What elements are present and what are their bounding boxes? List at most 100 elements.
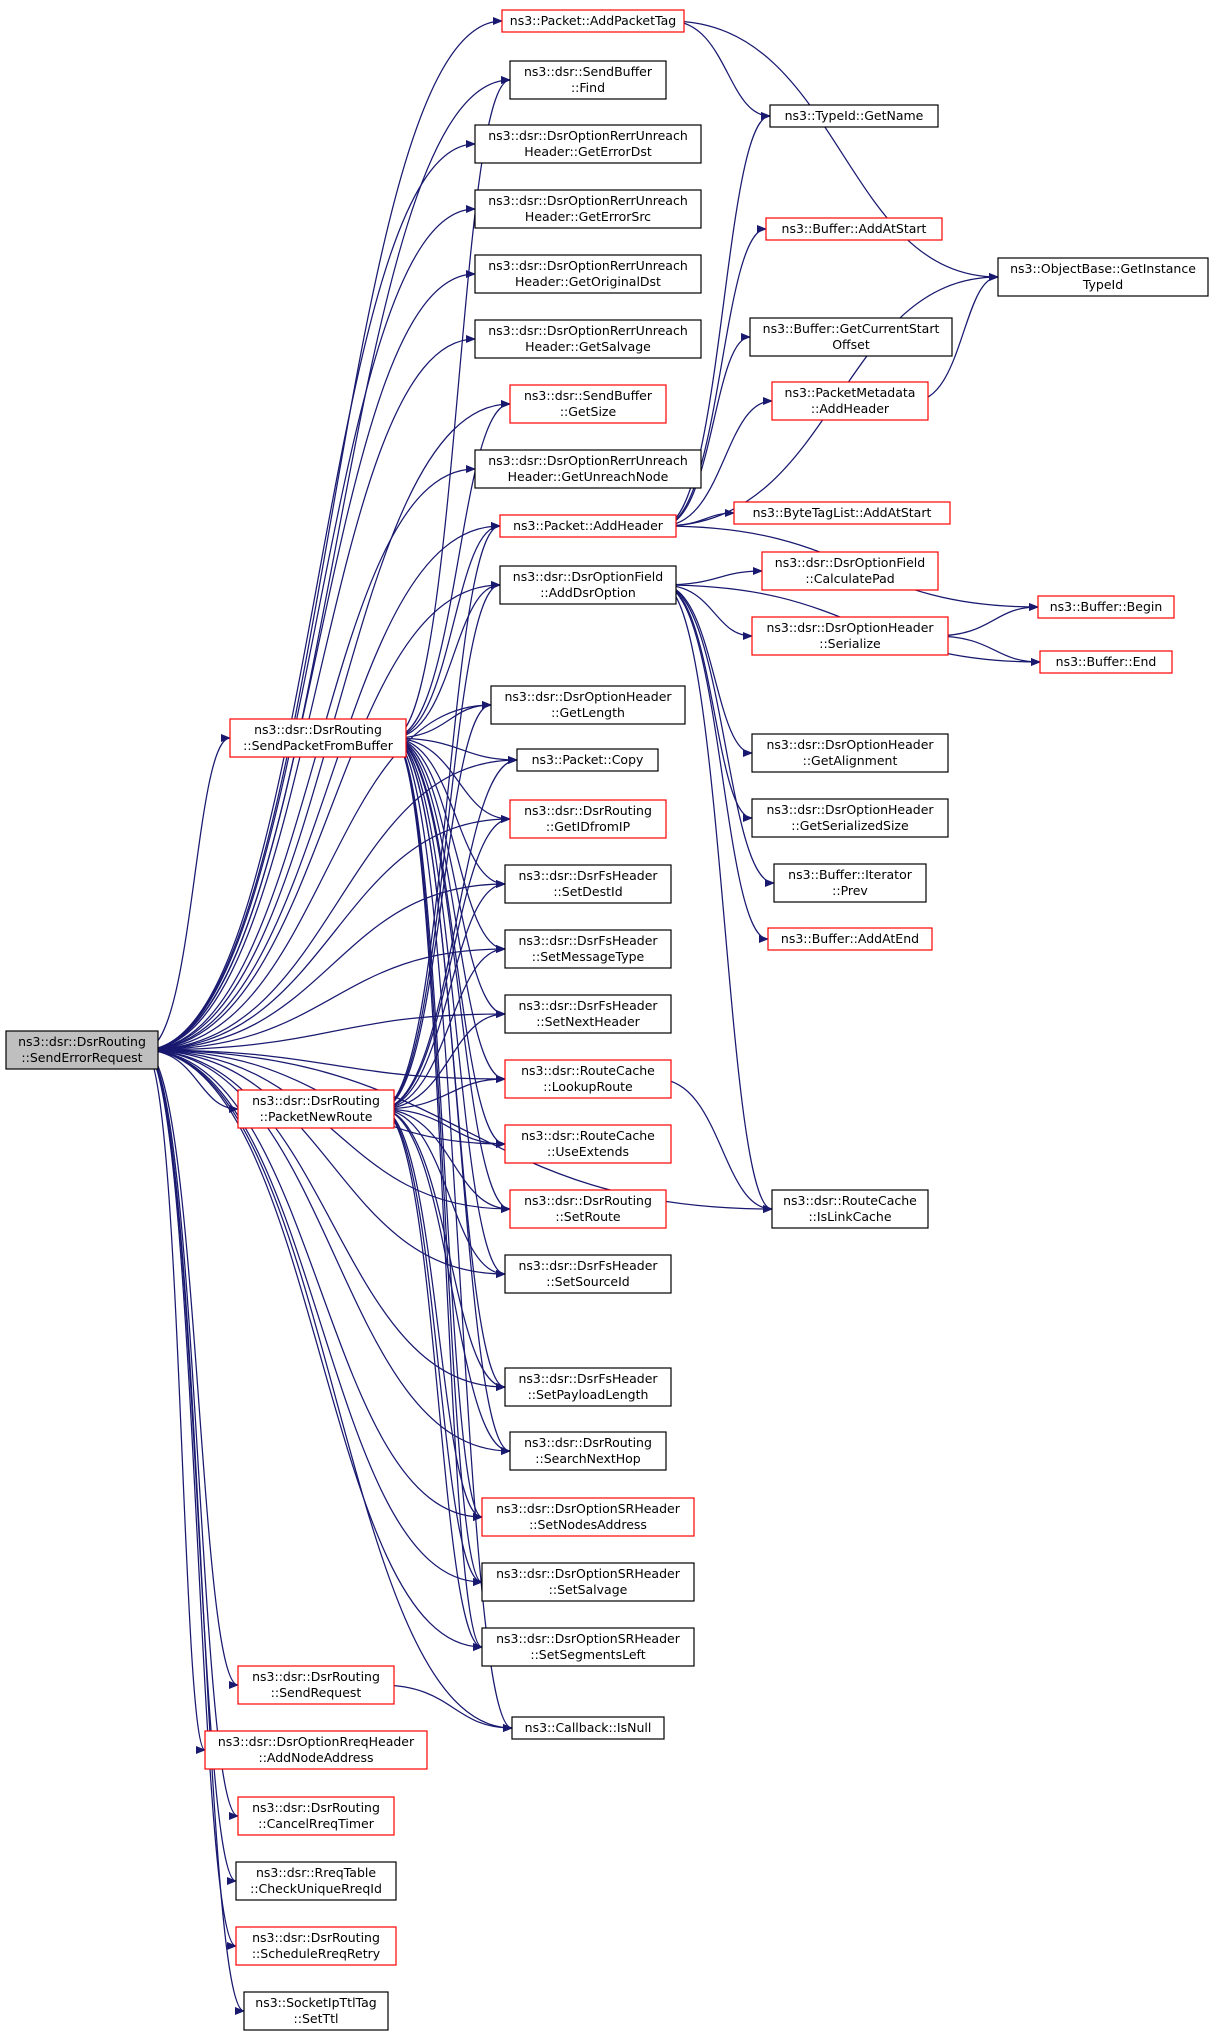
node-bufbegin[interactable]: ns3::Buffer::Begin <box>1037 595 1175 619</box>
node-label-line: ns3::Buffer::GetCurrentStart <box>763 321 940 336</box>
node-setroute[interactable]: ns3::dsr::DsrRouting::SetRoute <box>509 1189 667 1229</box>
node-searchnext[interactable]: ns3::dsr::DsrRouting::SearchNextHop <box>509 1431 667 1471</box>
edge-lookuproute-to-islinkcache <box>656 1078 773 1213</box>
node-calcpad[interactable]: ns3::dsr::DsrOptionField::CalculatePad <box>761 551 939 591</box>
node-bufaddstart[interactable]: ns3::Buffer::AddAtStart <box>765 217 943 241</box>
edge-pktnew-to-getlength <box>379 701 492 1110</box>
edge-adddsropt-to-getalign <box>661 584 753 757</box>
node-getidfromip[interactable]: ns3::dsr::DsrRouting::GetIDfromIP <box>509 799 667 839</box>
node-label-line: ns3::dsr::DsrOptionRerrUnreach <box>488 128 688 143</box>
node-label-line: ns3::dsr::DsrRouting <box>524 1193 652 1208</box>
node-box <box>504 994 672 1034</box>
node-sendpkt[interactable]: ns3::dsr::DsrRouting::SendPacketFromBuff… <box>229 718 407 758</box>
edge-pktnew-to-setroute <box>379 1108 511 1213</box>
edge-root-to-getidfromip <box>143 815 511 1051</box>
node-find[interactable]: ns3::dsr::SendBuffer::Find <box>509 60 667 100</box>
node-label-line: ns3::dsr::DsrOptionField <box>775 555 925 570</box>
node-box <box>751 798 949 838</box>
node-srsetsalvage[interactable]: ns3::dsr::DsrOptionSRHeader::SetSalvage <box>481 1562 695 1602</box>
node-label-line: ns3::dsr::DsrOptionField <box>513 569 663 584</box>
node-box <box>761 551 939 591</box>
node-label-line: ::SendRequest <box>271 1685 362 1700</box>
node-box <box>504 1254 672 1294</box>
node-label-line: ns3::ByteTagList::AddAtStart <box>753 505 932 520</box>
node-box <box>237 1665 395 1705</box>
node-getsalvage[interactable]: ns3::dsr::DsrOptionRerrUnreachHeader::Ge… <box>474 319 702 359</box>
node-geterrsrc[interactable]: ns3::dsr::DsrOptionRerrUnreachHeader::Ge… <box>474 189 702 229</box>
node-setsourceid[interactable]: ns3::dsr::DsrFsHeader::SetSourceId <box>504 1254 672 1294</box>
edge-root-to-setnexthdr <box>143 1010 506 1051</box>
node-box <box>474 254 702 294</box>
edge-sendreq-to-cbisnull <box>379 1684 513 1732</box>
edge-root-to-addnode <box>143 1049 206 1754</box>
node-cancelrreq[interactable]: ns3::dsr::DsrRouting::CancelRreqTimer <box>237 1796 395 1836</box>
node-getsersize[interactable]: ns3::dsr::DsrOptionHeader::GetSerialized… <box>751 798 949 838</box>
node-getlength[interactable]: ns3::dsr::DsrOptionHeader::GetLength <box>490 685 686 725</box>
node-setdestid[interactable]: ns3::dsr::DsrFsHeader::SetDestId <box>504 864 672 904</box>
edge-adddsropt-to-iterprev <box>661 584 775 887</box>
node-label-line: ::UseExtends <box>547 1144 629 1159</box>
node-setpayload[interactable]: ns3::dsr::DsrFsHeader::SetPayloadLength <box>504 1367 672 1407</box>
node-schedretry[interactable]: ns3::dsr::DsrRouting::ScheduleRreqRetry <box>235 1926 397 1966</box>
edge-sendpkt-to-srsetsalvage <box>391 737 483 1586</box>
node-typeidname[interactable]: ns3::TypeId::GetName <box>769 104 939 128</box>
node-addnode[interactable]: ns3::dsr::DsrOptionRreqHeader::AddNodeAd… <box>204 1730 428 1770</box>
node-bufend[interactable]: ns3::Buffer::End <box>1039 650 1173 674</box>
node-getorigdst[interactable]: ns3::dsr::DsrOptionRerrUnreachHeader::Ge… <box>474 254 702 294</box>
edge-sendpkt-to-setsegleft <box>391 737 483 1651</box>
node-getalign[interactable]: ns3::dsr::DsrOptionHeader::GetAlignment <box>751 733 949 773</box>
edge-sendpkt-to-pktcopy <box>391 737 518 764</box>
node-addheader[interactable]: ns3::Packet::AddHeader <box>499 514 677 538</box>
node-pktcopy[interactable]: ns3::Packet::Copy <box>516 748 659 772</box>
node-pktnew[interactable]: ns3::dsr::DsrRouting::PacketNewRoute <box>237 1089 395 1129</box>
node-getunreach[interactable]: ns3::dsr::DsrOptionRerrUnreachHeader::Ge… <box>474 449 702 489</box>
node-box <box>1037 595 1175 619</box>
node-btladdstart[interactable]: ns3::ByteTagList::AddAtStart <box>733 501 951 525</box>
node-box <box>474 124 702 164</box>
node-label-line: ns3::ObjectBase::GetInstance <box>1010 261 1196 276</box>
node-label-line: ns3::dsr::RouteCache <box>521 1063 655 1078</box>
node-cbisnull[interactable]: ns3::Callback::IsNull <box>511 1716 665 1740</box>
node-box <box>509 1189 667 1229</box>
node-label-line: ::GetLength <box>551 705 625 720</box>
node-ohserialize[interactable]: ns3::dsr::DsrOptionHeader::Serialize <box>751 616 949 656</box>
edge-pktnew-to-setdestid <box>379 880 506 1110</box>
node-label-line: ns3::dsr::DsrOptionRerrUnreach <box>488 323 688 338</box>
node-setnexthdr[interactable]: ns3::dsr::DsrFsHeader::SetNextHeader <box>504 994 672 1034</box>
edge-root-to-setnodesaddr <box>143 1049 483 1521</box>
node-setsegleft[interactable]: ns3::dsr::DsrOptionSRHeader::SetSegments… <box>481 1627 695 1667</box>
node-label-line: ns3::dsr::DsrFsHeader <box>518 998 658 1013</box>
node-addpkttag[interactable]: ns3::Packet::AddPacketTag <box>501 9 685 33</box>
call-nodes: ns3::dsr::DsrRouting::SendErrorRequestns… <box>5 9 1209 2031</box>
node-box <box>474 449 702 489</box>
node-box <box>243 1991 389 2031</box>
node-islinkcache[interactable]: ns3::dsr::RouteCache::IsLinkCache <box>771 1189 929 1229</box>
node-lookuproute[interactable]: ns3::dsr::RouteCache::LookupRoute <box>504 1059 672 1099</box>
node-box <box>474 189 702 229</box>
node-root[interactable]: ns3::dsr::DsrRouting::SendErrorRequest <box>5 1030 159 1070</box>
node-sendreq[interactable]: ns3::dsr::DsrRouting::SendRequest <box>237 1665 395 1705</box>
node-pmaddheader[interactable]: ns3::PacketMetadata::AddHeader <box>771 381 929 421</box>
node-setttl[interactable]: ns3::SocketIpTtlTag::SetTtl <box>243 1991 389 2031</box>
node-label-line: ns3::dsr::DsrRouting <box>252 1930 380 1945</box>
node-label-line: ns3::dsr::DsrRouting <box>252 1093 380 1108</box>
node-getsize[interactable]: ns3::dsr::SendBuffer::GetSize <box>509 384 667 424</box>
node-label-line: ::AddDsrOption <box>540 585 636 600</box>
node-box <box>501 9 685 33</box>
node-setnodesaddr[interactable]: ns3::dsr::DsrOptionSRHeader::SetNodesAdd… <box>481 1497 695 1537</box>
node-geterrdst[interactable]: ns3::dsr::DsrOptionRerrUnreachHeader::Ge… <box>474 124 702 164</box>
edge-root-to-setmsgtype <box>143 945 506 1051</box>
node-bufaddend[interactable]: ns3::Buffer::AddAtEnd <box>767 927 933 951</box>
node-useextends[interactable]: ns3::dsr::RouteCache::UseExtends <box>504 1124 672 1164</box>
edge-adddsropt-to-calcpad <box>661 567 763 586</box>
node-box <box>204 1730 428 1770</box>
node-checkuniq[interactable]: ns3::dsr::RreqTable::CheckUniqueRreqId <box>235 1861 397 1901</box>
node-adddsropt[interactable]: ns3::dsr::DsrOptionField::AddDsrOption <box>499 565 677 605</box>
node-iterprev[interactable]: ns3::Buffer::Iterator::Prev <box>773 863 927 903</box>
node-setmsgtype[interactable]: ns3::dsr::DsrFsHeader::SetMessageType <box>504 929 672 969</box>
node-label-line: ::SetTtl <box>294 2011 339 2026</box>
node-label-line: ::SetNextHeader <box>536 1014 640 1029</box>
node-box <box>229 718 407 758</box>
